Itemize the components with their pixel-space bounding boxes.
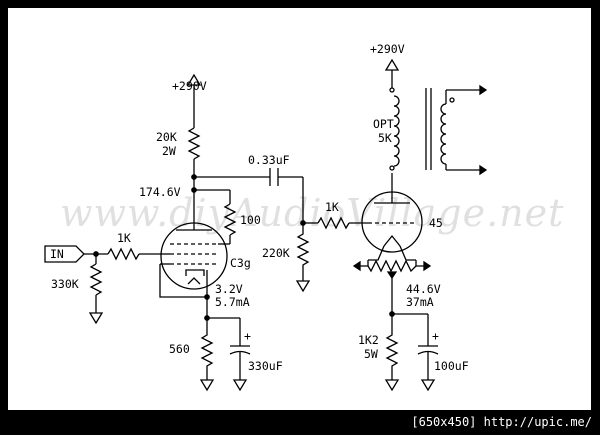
resistor-20k bbox=[187, 127, 201, 160]
label-r-grid-v2: 220K bbox=[262, 246, 290, 260]
label-r-cathode-v2: 1K2 bbox=[358, 333, 379, 347]
pot-wiper-arrow bbox=[386, 271, 398, 280]
bplus-arrow-v2 bbox=[384, 58, 400, 71]
opt-terminal-top bbox=[389, 87, 395, 93]
label-r-cathode-v2-power: 5W bbox=[364, 347, 378, 361]
arrow-out-top bbox=[479, 84, 488, 96]
opt-primary bbox=[393, 95, 400, 167]
label-plus-c1: + bbox=[244, 329, 251, 343]
label-in: IN bbox=[50, 247, 64, 261]
label-v-plate-v1: 174.6V bbox=[139, 185, 181, 199]
resistor-100 bbox=[223, 203, 237, 236]
label-v-cathode-v1: 3.2V bbox=[215, 282, 243, 296]
footer-bar: [650x450] http://upic.me/ bbox=[0, 412, 600, 435]
cap-330uf-plate-2 bbox=[229, 350, 251, 355]
label-r-cathode-v1: 560 bbox=[169, 342, 190, 356]
ground-symbol-1 bbox=[88, 312, 104, 325]
resistor-330k bbox=[89, 263, 103, 296]
tube-v1-cathode bbox=[185, 269, 205, 276]
label-r-plate-v1: 20K bbox=[156, 130, 177, 144]
label-r-grid-leak: 330K bbox=[51, 277, 79, 291]
label-plus-c2: + bbox=[432, 329, 439, 343]
ground-symbol-6 bbox=[420, 379, 436, 392]
cap-100uf-plate-2 bbox=[417, 350, 439, 355]
input-connector bbox=[44, 245, 85, 263]
label-r-in: 1K bbox=[117, 231, 131, 245]
resistor-220k bbox=[296, 223, 310, 281]
label-r-plate-v1-power: 2W bbox=[162, 144, 176, 158]
resistor-1k2 bbox=[385, 314, 399, 380]
label-tube-v2: 45 bbox=[429, 216, 443, 230]
label-i-cathode-v1: 5.7mA bbox=[215, 295, 250, 309]
label-r-grid-stopper-v2: 1K bbox=[325, 200, 339, 214]
opt-terminal-bottom bbox=[389, 165, 395, 171]
label-opt-imp: 5K bbox=[378, 131, 392, 145]
label-c-cathode-v2: 100uF bbox=[434, 359, 469, 373]
ground-symbol-2 bbox=[199, 379, 215, 392]
tube-v2-filament bbox=[383, 234, 401, 247]
junction-cathode-v1 bbox=[204, 294, 210, 300]
schematic-diagram: www.diyAudioVillage.net bbox=[44, 42, 564, 392]
label-tube-v1: C3g bbox=[230, 256, 251, 270]
ground-symbol-3 bbox=[232, 379, 248, 392]
ground-symbol-4 bbox=[295, 280, 311, 293]
opt-sec-dot bbox=[449, 97, 455, 103]
resistor-560 bbox=[200, 318, 214, 380]
footer-caption: [650x450] http://upic.me/ bbox=[411, 415, 592, 429]
label-opt: OPT bbox=[373, 117, 394, 131]
wire-g3-loop bbox=[159, 264, 207, 298]
label-bplus-v2: +290V bbox=[370, 42, 405, 56]
opt-secondary bbox=[440, 103, 447, 165]
label-bplus-v1: +290V bbox=[172, 79, 207, 93]
label-v-filament-v2: 44.6V bbox=[406, 282, 441, 296]
tube-v1-heater bbox=[187, 277, 201, 285]
schematic-canvas: www.diyAudioVillage.net bbox=[8, 8, 591, 410]
resistor-1k-in bbox=[107, 247, 140, 261]
tube-v1-envelope bbox=[160, 222, 228, 290]
arrow-out-bot bbox=[479, 164, 488, 176]
label-r-100: 100 bbox=[240, 213, 261, 227]
watermark: www.diyAudioVillage.net bbox=[60, 191, 564, 235]
resistor-1k-grid-v2 bbox=[317, 216, 350, 230]
label-c-cathode-v1: 330uF bbox=[248, 359, 283, 373]
label-c-coupling: 0.33uF bbox=[248, 153, 290, 167]
potentiometer-hum bbox=[367, 259, 417, 273]
wire-fil-left bbox=[368, 245, 385, 261]
ground-symbol-5 bbox=[384, 379, 400, 392]
label-i-v2: 37mA bbox=[406, 295, 434, 309]
